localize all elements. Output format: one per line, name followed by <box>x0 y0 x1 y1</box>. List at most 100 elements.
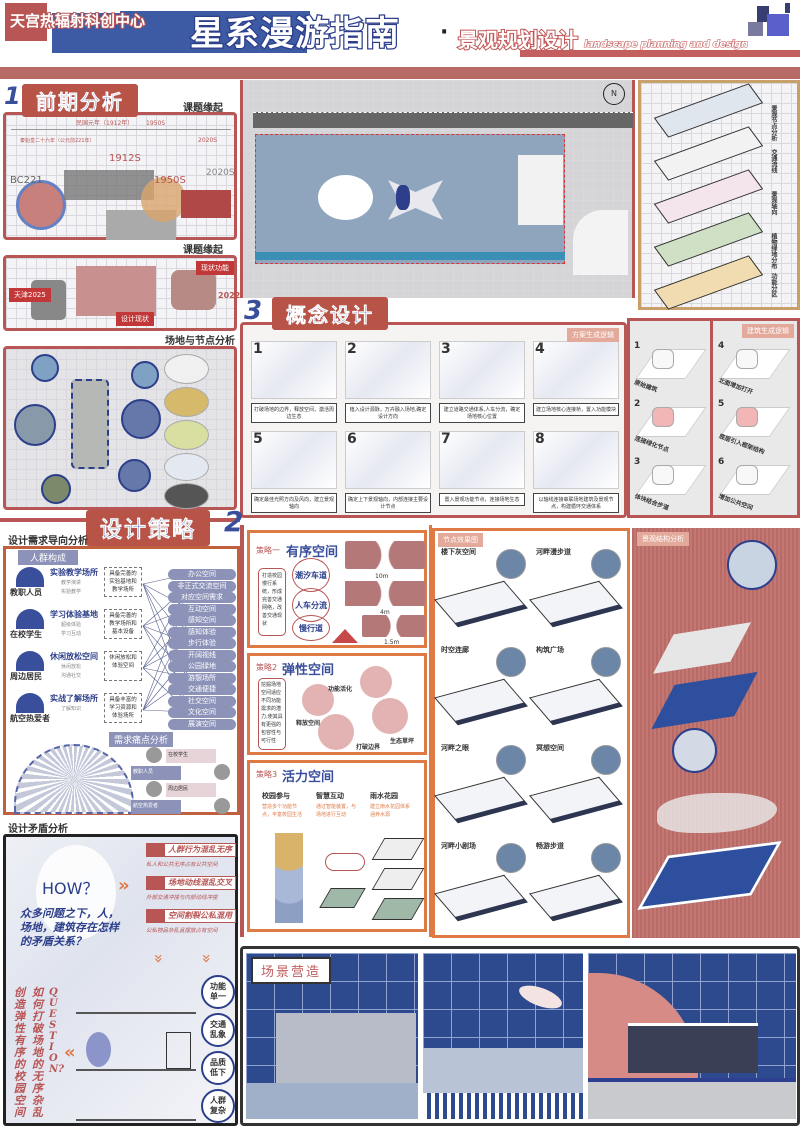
dim-10m: 10m <box>375 573 389 580</box>
node-detail-circle <box>591 745 621 775</box>
section-4m <box>345 581 425 606</box>
scene-2-blimp <box>516 980 565 1014</box>
node-detail-circle <box>496 549 526 579</box>
building-divider <box>710 321 713 515</box>
header-pink-bar <box>520 50 800 57</box>
year-1912: 1912S <box>109 153 141 164</box>
group-sub: 沟通社交 <box>61 673 82 679</box>
person-photo <box>146 781 162 797</box>
history-circle-orange <box>141 177 186 222</box>
scene-1-ground <box>246 1083 418 1119</box>
smart-device-graphic <box>325 853 365 871</box>
plan-pond <box>396 185 410 210</box>
group-sub: 了解知识 <box>61 706 82 712</box>
node-effects-panel: 节点效果图 楼下灰空间河畔漫步道时空连廊构筑广场河畔之眼冥想空间河畔小剧场畅游步… <box>432 528 630 938</box>
space-need-pill: 步行体验 <box>168 638 236 649</box>
group-sub: 实验教学 <box>61 589 82 595</box>
site-master-plan: N <box>240 80 635 298</box>
section1-title: 前期分析 <box>22 84 138 117</box>
problem-title: 人群行为混乱无序 <box>146 843 236 857</box>
circle-function <box>360 666 392 698</box>
concept-step-caption: 置入景观功能节点，连接场地生态 <box>439 493 525 506</box>
pain-card: 周边居民 <box>166 783 216 797</box>
scene-2-crosswalk <box>423 1093 583 1119</box>
site-analysis-label: 场地与节点分析 <box>165 336 235 347</box>
concept-step-4 <box>533 341 619 399</box>
deco-square-3 <box>748 22 763 36</box>
space-need-pill: 办公空间 <box>168 569 236 580</box>
node-detail-circle <box>591 647 621 677</box>
concept-step-caption: 以轴线连接串联场地建筑及景观节点，构建循环交通体系 <box>533 493 619 513</box>
group-sub: 超级体验 <box>61 622 82 628</box>
concept-logic-tag: 方案生成逻辑 <box>567 328 619 342</box>
concept-step-caption: 打破场地的边界，释放空间，激活周边生态 <box>251 403 337 423</box>
strategy-1-tag: 策略一 <box>256 546 280 555</box>
history-tag-tianjin: 天津2025 <box>9 288 51 302</box>
chevron-down-icon-2: » <box>197 953 217 964</box>
circle-lawn <box>372 698 408 734</box>
structure-layer-blue <box>651 671 758 730</box>
history-tag-function: 现状功能 <box>196 261 234 275</box>
issue-badge: 品质低下 <box>201 1051 235 1085</box>
timeline-line <box>11 129 231 130</box>
rain-garden-2 <box>371 868 425 890</box>
history-photo-3 <box>76 266 156 316</box>
scene-title: 场景营造 <box>251 957 332 984</box>
deco-square-1 <box>757 6 769 22</box>
concept-step-6 <box>345 431 431 489</box>
node-label: 时空连廊 <box>441 646 469 654</box>
conflict-panel: HOW？ 众多问题之下，人，场地，建筑存在怎样的矛盾关系？ » 人群行为混乱无序… <box>3 834 238 1126</box>
concept-step-7 <box>439 431 525 489</box>
site-photo-3 <box>41 474 71 504</box>
space-need-pill: 游憩场所 <box>168 672 236 684</box>
node-label: 河畔之眼 <box>441 744 469 752</box>
section3-number: 3 <box>244 296 263 326</box>
question-text-2: 创造弹性有序的校园空间 <box>14 986 25 1119</box>
site-photo-2 <box>14 404 56 446</box>
node-iso-block <box>434 580 528 628</box>
node-iso-block <box>434 678 528 726</box>
concept-step-number: 6 <box>347 431 357 447</box>
concept-step-number: 8 <box>535 431 545 447</box>
header-blue-bar <box>52 13 307 53</box>
question-text-1: 如何打破场地的无序杂乱 <box>32 986 43 1119</box>
conflict-label: 设计矛盾分析 <box>8 824 68 835</box>
space-need-pill: 互动空间 <box>168 603 236 615</box>
pill-slow-lane: 慢行道 <box>292 615 330 641</box>
problem-desc: 公私物品杂乱且摆放占有空间 <box>146 928 218 934</box>
build-step-caption: 原始建筑 <box>633 379 659 394</box>
scene-3-ground <box>588 1078 796 1119</box>
year-bc221: BC221 <box>10 175 43 186</box>
topic-label-2: 课题缘起 <box>183 245 223 256</box>
site-map-4 <box>164 453 209 481</box>
space-need-pill: 公园绿地 <box>168 661 236 672</box>
person-avatar-icon <box>16 651 44 671</box>
concept-step-1 <box>251 341 337 399</box>
history-year-2022: 2022 <box>218 291 241 300</box>
landscape-structure-panel: 景观结构分析 <box>632 528 800 938</box>
space-need-pill: 展演空间 <box>168 718 236 730</box>
timeline-1950: 1950S <box>146 120 166 127</box>
concept-step-caption: 确定上下景观轴向，内部连接主要设计节点 <box>345 493 431 513</box>
header-blue-bar-top <box>120 11 310 17</box>
header: 天宫热辐射科创中心 星系漫游指南 · 景观规划设计 landscape plan… <box>0 0 800 65</box>
history-gate-photo <box>181 190 231 218</box>
strategy-3-tag: 策略3 <box>256 770 278 779</box>
strategy-1-desc: 打造校园慢行系统，形成完善交通网络，改善交通现状 <box>258 568 286 636</box>
how-text: HOW？ <box>42 879 99 898</box>
strategy-2-tag: 策略2 <box>256 663 278 672</box>
concept-step-number: 7 <box>441 431 451 447</box>
concept-step-caption: 植入设计源脉，万卉融入场地,确定设计方向 <box>345 403 431 423</box>
node-detail-circle <box>591 843 621 873</box>
header-subtitle-en: landscape planning and design <box>584 39 749 51</box>
ground-line-3 <box>76 1119 196 1121</box>
site-photo-4 <box>131 361 159 389</box>
strategy-1-title: 有序空间 <box>286 545 339 560</box>
concept-step-3 <box>439 341 525 399</box>
group-requirement: 具备丰富的学习资源和体验场所 <box>104 693 142 723</box>
pill-tidal-lane: 潮汐车道 <box>292 558 330 592</box>
strategy-1-panel: 策略一 有序空间 打造校园慢行系统，形成完善交通网络，改善交通现状 潮汐车道 人… <box>247 530 427 648</box>
demand-panel: 人群构成 教职人员实验教学场所教学演讲实验教学具备完善的实验基地和教学场所在校学… <box>3 546 240 815</box>
